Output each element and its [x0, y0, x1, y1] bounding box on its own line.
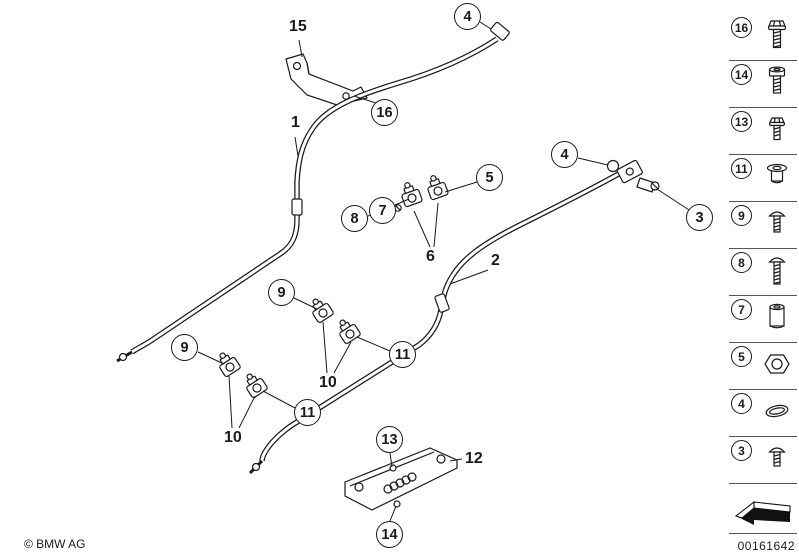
callout-4-right[interactable]: 4 — [551, 141, 578, 168]
pipe-union — [291, 198, 303, 216]
parts-sidebar: 16 14 — [729, 14, 797, 534]
sidebar-item-9[interactable]: 9 — [729, 202, 797, 249]
clip-station-upper — [306, 293, 362, 345]
callout-3[interactable]: 3 — [686, 204, 713, 231]
callout-7[interactable]: 7 — [369, 197, 396, 224]
o-ring-icon — [762, 394, 792, 439]
part-badge: 14 — [731, 64, 752, 85]
callout-1[interactable]: 1 — [291, 114, 300, 131]
cylinder-head-screw-icon — [762, 65, 792, 110]
leader-lines — [197, 21, 690, 522]
callout-12[interactable]: 12 — [465, 450, 483, 467]
sidebar-item-5[interactable]: 5 — [729, 343, 797, 390]
part-badge: 9 — [731, 205, 752, 226]
callout-9-upper[interactable]: 9 — [268, 279, 295, 306]
direction-arrow-cell — [729, 484, 797, 534]
sidebar-item-13[interactable]: 13 — [729, 108, 797, 155]
callout-9-lower[interactable]: 9 — [171, 334, 198, 361]
callout-11-upper[interactable]: 11 — [389, 341, 416, 368]
part-badge: 11 — [731, 158, 752, 179]
rubber-grommet-icon — [762, 159, 792, 204]
callout-5[interactable]: 5 — [476, 164, 503, 191]
pipe-1 — [116, 21, 510, 363]
callout-8[interactable]: 8 — [341, 205, 368, 232]
sidebar-item-7[interactable]: 7 — [729, 296, 797, 343]
callout-11-lower[interactable]: 11 — [294, 399, 321, 426]
callout-10-lower[interactable]: 10 — [224, 429, 242, 446]
sidebar-item-3[interactable]: 3 — [729, 437, 797, 484]
screw-13 — [389, 464, 397, 472]
part-badge: 3 — [731, 440, 752, 461]
pipe-union — [434, 293, 450, 313]
fitting-right — [606, 159, 660, 193]
callout-4-top[interactable]: 4 — [454, 3, 481, 30]
part-badge: 5 — [731, 346, 752, 367]
direction-arrow-icon — [734, 500, 791, 525]
part-badge: 4 — [731, 393, 752, 414]
part-badge: 16 — [731, 17, 752, 38]
callout-6[interactable]: 6 — [426, 248, 435, 265]
sidebar-item-16[interactable]: 16 — [729, 14, 797, 61]
callout-16[interactable]: 16 — [371, 99, 398, 126]
sidebar-item-14[interactable]: 14 — [729, 61, 797, 108]
bracket-12 — [344, 447, 458, 511]
clip-station-lower — [213, 347, 269, 399]
hex-nut-icon — [762, 347, 792, 392]
part-badge: 13 — [731, 111, 752, 132]
callout-2[interactable]: 2 — [491, 252, 500, 269]
round-head-screw-icon — [762, 206, 792, 251]
screw-14 — [393, 500, 401, 508]
round-head-screw-short-icon — [762, 441, 792, 486]
callout-14[interactable]: 14 — [376, 521, 403, 548]
clip-pair-top — [394, 172, 450, 212]
copyright-text: © BMW AG — [24, 537, 86, 551]
o-ring-4 — [606, 159, 620, 173]
sidebar-item-11[interactable]: 11 — [729, 155, 797, 202]
round-head-screw-long-icon — [762, 253, 792, 298]
callout-10-upper[interactable]: 10 — [319, 374, 337, 391]
callout-15[interactable]: 15 — [289, 18, 307, 35]
callout-13[interactable]: 13 — [376, 426, 403, 453]
document-number: 00161642 — [737, 539, 795, 553]
spring-coil — [383, 472, 417, 494]
sidebar-item-8[interactable]: 8 — [729, 249, 797, 296]
hex-flange-bolt-small-icon — [762, 112, 792, 157]
part-badge: 7 — [731, 299, 752, 320]
hex-flange-bolt-icon — [762, 18, 792, 63]
sidebar-item-4[interactable]: 4 — [729, 390, 797, 437]
spacer-bushing-icon — [762, 300, 792, 345]
pipe-2 — [248, 169, 624, 475]
part-badge: 8 — [731, 252, 752, 273]
